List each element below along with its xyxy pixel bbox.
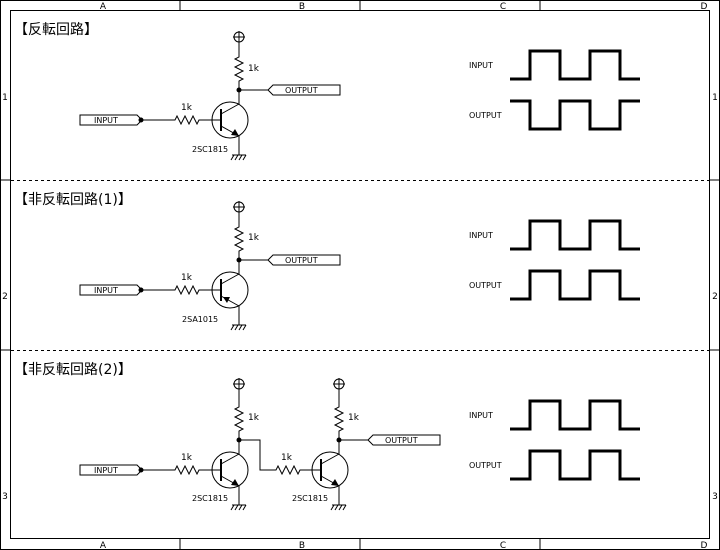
pullup-resistor-value: 1k [248,64,260,74]
waveform-input-label: INPUT [469,61,493,70]
input-waveform [508,219,642,251]
section-non-inverting-2: 【非反転回路(2)】 1k INPUT 1k 2SC1815 1k [14,362,642,511]
row-label-left-1: 1 [2,93,8,103]
pullup-resistor-2 [334,402,344,436]
waveform-input-label: INPUT [469,411,493,420]
output-port-label: OUTPUT [285,256,318,265]
vcc-symbol-1 [232,377,246,397]
section-title: 【非反転回路(2)】 [14,362,132,378]
input-port [79,284,143,296]
output-port [267,84,341,96]
vcc-symbol-2 [332,377,346,397]
base-resistor [170,285,204,295]
base-resistor-2-value: 1k [281,453,293,463]
output-port [367,434,441,446]
vcc-symbol [232,30,246,50]
input-port-label: INPUT [94,466,118,475]
base-resistor [170,115,204,125]
pullup-resistor-1 [234,402,244,436]
row-label-left-3: 3 [2,492,8,502]
transistor-2-part-number: 2SC1815 [292,494,328,503]
npn-transistor-2 [311,451,349,489]
row-ticks [0,179,720,351]
row-label-right-1: 1 [712,93,718,103]
pullup-resistor-1-value: 1k [248,413,260,423]
waveform-output-label: OUTPUT [469,111,502,120]
column-label-top-a: A [100,2,107,12]
ground-symbol [230,148,247,161]
output-port [267,254,341,266]
column-label-bottom-d: D [701,541,708,550]
ground-symbol-2 [330,498,347,511]
column-label-top-c: C [500,2,506,12]
output-waveform [508,269,642,301]
section-title: 【非反転回路(1)】 [14,192,132,208]
waveform-output-label: OUTPUT [469,281,502,290]
base-resistor-value: 1k [181,273,193,283]
column-label-bottom-b: B [299,541,305,550]
column-label-top-d: D [701,2,708,12]
column-ticks [179,0,541,550]
waveform-input-label: INPUT [469,231,493,240]
pullup-resistor-value: 1k [248,233,260,243]
section-title: 【反転回路】 [14,22,98,38]
input-waveform [508,49,642,81]
output-waveform [508,99,642,131]
transistor-part-number: 2SA1015 [182,315,218,324]
row-label-right-2: 2 [712,292,718,302]
pullup-resistor [234,222,244,256]
input-port-label: INPUT [94,116,118,125]
ground-symbol-1 [230,498,247,511]
section-inverting: 【反転回路】 1k OUTPUT INPUT 1k 2SC1815 INPUT … [14,22,642,161]
input-port [79,464,143,476]
row-label-right-3: 3 [712,492,718,502]
waveform-output-label: OUTPUT [469,461,502,470]
input-port-label: INPUT [94,286,118,295]
base-resistor-value: 1k [181,103,193,113]
vcc-symbol [232,200,246,220]
npn-transistor-1 [211,451,249,489]
base-resistor-2 [271,465,305,475]
pnp-transistor [211,271,249,309]
output-port-label: OUTPUT [285,86,318,95]
pullup-resistor [234,52,244,86]
section-non-inverting-1: 【非反転回路(1)】 1k OUTPUT INPUT 1k 2SA1015 IN… [14,192,642,331]
base-resistor-1 [170,465,204,475]
ground-symbol [230,318,247,331]
npn-transistor [211,101,249,139]
column-label-top-b: B [299,2,305,12]
transistor-part-number: 2SC1815 [192,145,228,154]
base-resistor-1-value: 1k [181,453,193,463]
input-waveform [508,399,642,431]
transistor-1-part-number: 2SC1815 [192,494,228,503]
input-port [79,114,143,126]
column-label-bottom-c: C [500,541,506,550]
interstage-wire [239,439,272,471]
inner-border [10,10,710,539]
pullup-resistor-2-value: 1k [348,413,360,423]
output-waveform [508,449,642,481]
output-port-label: OUTPUT [385,436,418,445]
column-label-bottom-a: A [100,541,107,550]
row-label-left-2: 2 [2,292,8,302]
